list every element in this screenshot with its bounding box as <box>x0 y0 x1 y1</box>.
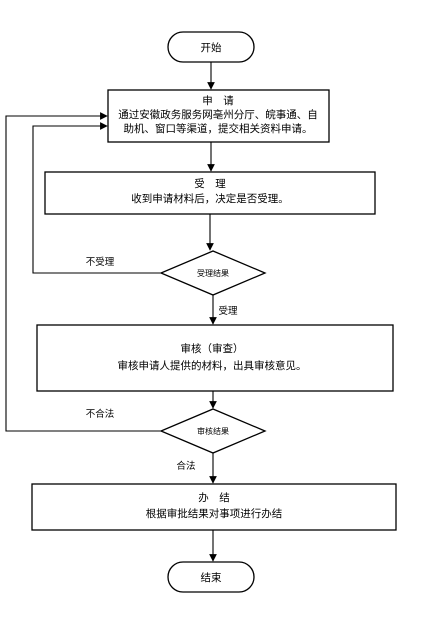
finish-desc: 根据审批结果对事项进行办结 <box>146 507 283 520</box>
finish-title: 办 结 <box>198 491 230 504</box>
arrow-not-accepted-loop <box>32 122 161 274</box>
review-box <box>36 324 394 392</box>
review-desc: 审核申请人提供的材料，出具审核意见。 <box>118 359 307 372</box>
apply-line2: 助机、窗口等渠道，提交相关资料申请。 <box>124 122 313 135</box>
review-decision-label: 审核结果 <box>197 426 229 436</box>
end-terminal <box>167 561 255 593</box>
arrow-not-legal-loop <box>5 112 161 432</box>
edge-label-not-legal: 不合法 <box>86 408 115 420</box>
apply-title: 申 请 <box>202 94 234 107</box>
accept-desc: 收到申请材料后，决定是否受理。 <box>131 192 289 205</box>
accept-box <box>44 171 376 215</box>
edge-label-accepted: 受理 <box>218 305 238 317</box>
edge-label-legal: 合法 <box>176 460 195 472</box>
edge-label-not-accepted: 不受理 <box>86 256 115 268</box>
end-label: 结束 <box>201 571 222 584</box>
start-label: 开始 <box>201 41 222 54</box>
accept-title: 受 理 <box>194 178 226 190</box>
finish-box <box>31 483 397 531</box>
apply-line1: 通过安徽政务服务网亳州分厅、皖事通、自 <box>118 108 318 121</box>
apply-box <box>107 89 330 143</box>
accept-decision-label: 受理结果 <box>197 268 229 278</box>
review-title: 审核（审查） <box>181 342 244 355</box>
